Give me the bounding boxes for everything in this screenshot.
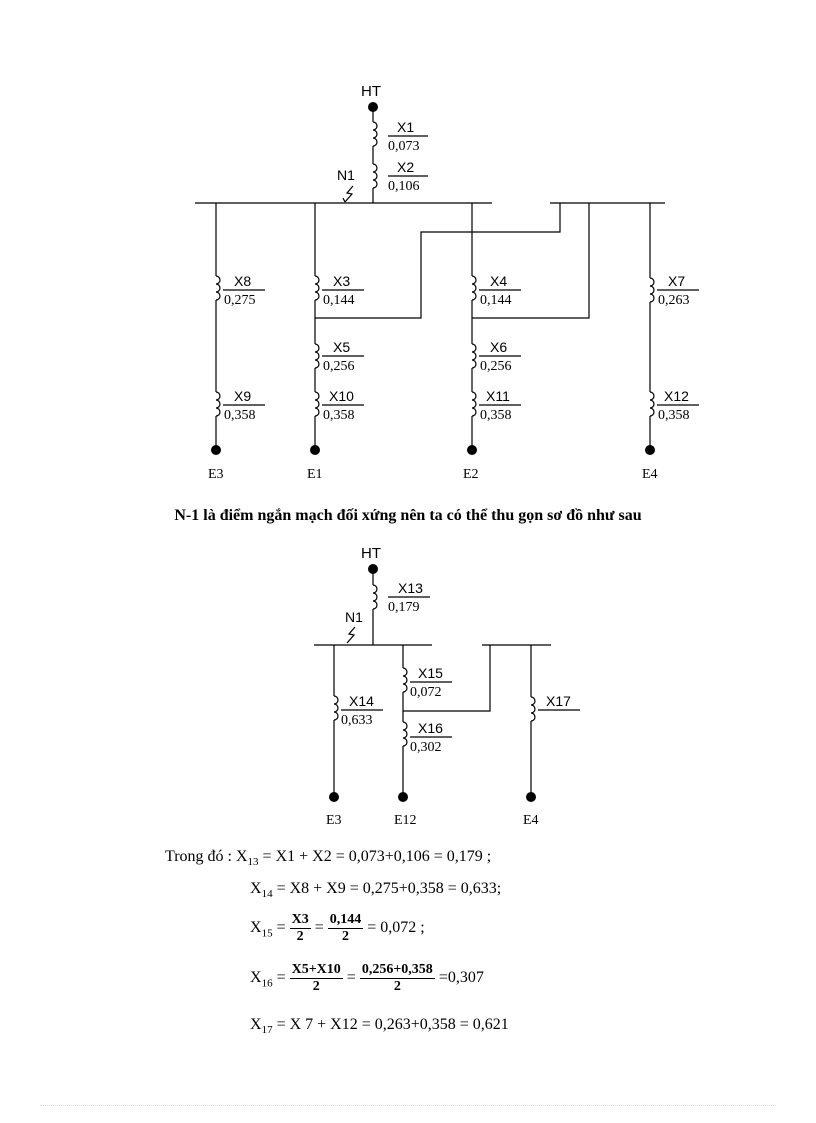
value-x4: 0,144 (480, 293, 512, 308)
coil-x10 (314, 391, 320, 417)
reactance-values-1: 0,073 0,106 0,144 0,144 0,256 0,256 0,26… (224, 139, 690, 423)
coil-x12 (649, 391, 655, 417)
node-e4-2 (526, 792, 536, 802)
reactance-names-1: X1 X2 X3 X4 X5 X6 X7 X8 X9 X10 X11 X12 (234, 119, 689, 404)
label-x8: X8 (234, 273, 251, 289)
value-x3: 0,144 (323, 293, 355, 308)
gen-e1: E1 (307, 467, 323, 482)
coil-x4 (471, 275, 477, 301)
value-x15: 0,072 (410, 685, 442, 700)
coil-x14 (333, 695, 339, 721)
value-x10: 0,358 (323, 408, 355, 423)
node-e3 (211, 445, 221, 455)
reactance-names-2: X13 X14 X15 X16 X17 (349, 580, 571, 736)
fault-icon (344, 185, 354, 203)
label-x16: X16 (418, 720, 443, 736)
coil-x2 (372, 163, 378, 189)
node-e12 (398, 792, 408, 802)
label-x6: X6 (490, 339, 507, 355)
ht-node-2 (368, 564, 378, 574)
label-x2: X2 (397, 159, 414, 175)
label-x14: X14 (349, 693, 374, 709)
generator-labels-1: E3 E1 E2 E4 (208, 467, 658, 482)
label-x11: X11 (486, 388, 510, 404)
coil-x5 (314, 343, 320, 369)
label-x3: X3 (333, 273, 350, 289)
gen-e4-2: E4 (523, 813, 539, 828)
coil-x3 (314, 275, 320, 301)
label-x17: X17 (546, 693, 571, 709)
eq13-body: = X1 + X2 = 0,073+0,106 = 0,179 ; (262, 848, 492, 865)
coil-x1 (372, 121, 378, 147)
ht-label-2: HT (361, 545, 381, 562)
value-x12: 0,358 (658, 408, 690, 423)
label-x15: X15 (418, 665, 443, 681)
value-x8: 0,275 (224, 293, 256, 308)
coil-x6 (471, 343, 477, 369)
coil-x15 (402, 667, 408, 693)
value-x16: 0,302 (410, 740, 442, 755)
node-e1 (310, 445, 320, 455)
page-footer-divider (40, 1105, 776, 1106)
equation-x13: Trong đó : X13 = X1 + X2 = 0,073+0,106 =… (165, 848, 492, 869)
ht-label: HT (361, 83, 381, 100)
fault-label: N1 (337, 167, 355, 183)
generator-labels-2: E3 E12 E4 (326, 813, 539, 828)
label-x12: X12 (664, 388, 689, 404)
gen-e2: E2 (463, 467, 479, 482)
eq14-body: = X8 + X9 = 0,275+0,358 = 0,633; (276, 880, 502, 897)
gen-e12: E12 (394, 813, 417, 828)
gen-e3: E3 (208, 467, 224, 482)
coil-x8 (215, 275, 221, 301)
value-x9: 0,358 (224, 408, 256, 423)
label-x9: X9 (234, 388, 251, 404)
coil-x13 (372, 584, 378, 610)
value-x7: 0,263 (658, 293, 690, 308)
gen-e3-2: E3 (326, 813, 342, 828)
value-x14: 0,633 (341, 713, 373, 728)
reactance-values-2: 0,179 0,633 0,072 0,302 (341, 600, 442, 755)
fault-icon-2 (346, 626, 356, 644)
value-x5: 0,256 (323, 359, 355, 374)
value-x11: 0,358 (480, 408, 512, 423)
value-x6: 0,256 (480, 359, 512, 374)
eq16-result: =0,307 (438, 969, 484, 987)
coil-x7 (649, 277, 655, 303)
coil-x16 (402, 721, 408, 747)
label-x10: X10 (329, 388, 354, 404)
eq15-result: = 0,072 ; (367, 919, 425, 937)
equation-x14: X14 = X8 + X9 = 0,275+0,358 = 0,633; (250, 880, 502, 901)
label-x13: X13 (398, 580, 423, 596)
coil-x11 (471, 391, 477, 417)
fault-label-2: N1 (345, 609, 363, 625)
label-x5: X5 (333, 339, 350, 355)
caption-text: N-1 là điểm ngắn mạch đối xứng nên ta có… (174, 507, 642, 524)
eq17-body: = X 7 + X12 = 0,263+0,358 = 0,621 (276, 1016, 509, 1033)
equation-x17: X17 = X 7 + X12 = 0,263+0,358 = 0,621 (250, 1016, 509, 1037)
value-x2: 0,106 (388, 179, 420, 194)
label-x1: X1 (397, 119, 414, 135)
node-e2 (467, 445, 477, 455)
label-x4: X4 (490, 273, 507, 289)
equations-intro: Trong đó : (165, 848, 232, 865)
coil-x17 (530, 696, 536, 722)
coil-x9 (215, 391, 221, 417)
value-x13: 0,179 (388, 600, 420, 615)
node-e3-2 (329, 792, 339, 802)
value-x1: 0,073 (388, 139, 420, 154)
label-x7: X7 (668, 273, 685, 289)
gen-e4: E4 (642, 467, 658, 482)
ht-node (368, 102, 378, 112)
node-e4 (645, 445, 655, 455)
